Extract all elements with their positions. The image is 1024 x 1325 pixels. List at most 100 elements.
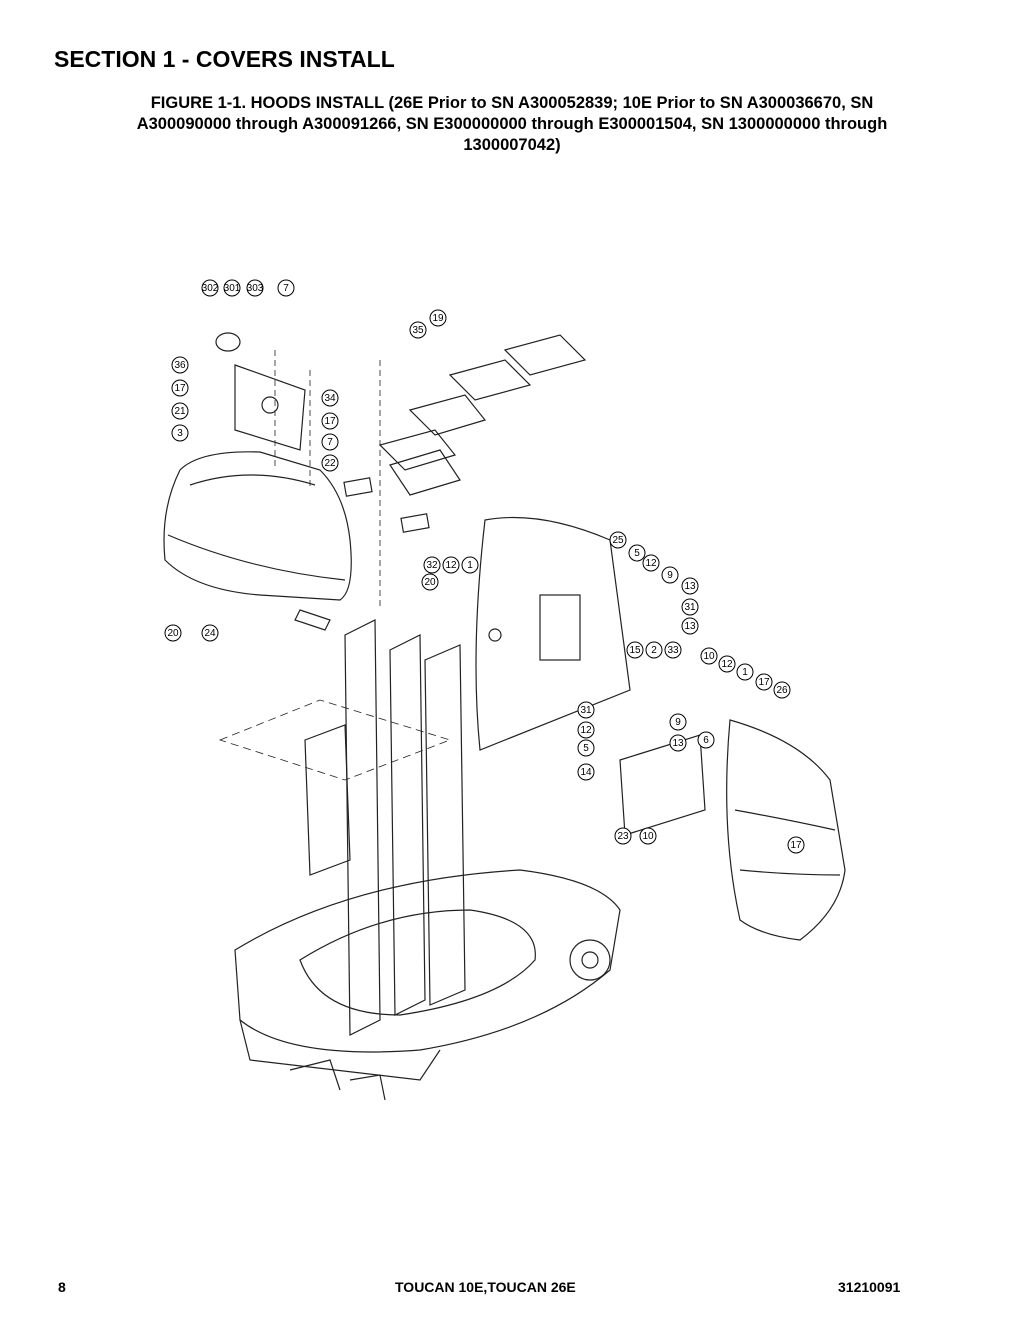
callout: 7	[321, 433, 339, 451]
svg-text:34: 34	[324, 393, 336, 404]
roof-panel	[503, 334, 587, 376]
callout: 20	[164, 624, 182, 642]
callout: 7	[277, 279, 295, 297]
svg-text:17: 17	[758, 677, 770, 688]
svg-text:26: 26	[776, 685, 788, 696]
diagram-svg: 302 301 303 7 19 35 36 17 34 21 17 3 7 2…	[163, 279, 846, 1101]
callout: 303	[246, 279, 264, 297]
roof-panel	[448, 359, 532, 401]
svg-text:21: 21	[174, 406, 186, 417]
callout: 14	[577, 763, 595, 781]
figure-title-line: 1300007042)	[463, 136, 561, 154]
callout: 17	[787, 836, 805, 854]
right-hood	[726, 719, 846, 941]
svg-text:13: 13	[672, 738, 684, 749]
callout: 13	[681, 577, 699, 595]
bracket-plate	[234, 364, 306, 451]
callout: 12	[577, 721, 595, 739]
callout: 12	[442, 556, 460, 574]
svg-text:9: 9	[675, 717, 681, 728]
svg-text:12: 12	[580, 725, 592, 736]
center-cover	[475, 516, 631, 751]
svg-text:302: 302	[202, 283, 219, 294]
callout: 12	[642, 554, 660, 572]
svg-text:12: 12	[721, 659, 733, 670]
callout: 20	[421, 573, 439, 591]
svg-text:13: 13	[684, 581, 696, 592]
svg-text:15: 15	[629, 645, 641, 656]
svg-text:10: 10	[703, 651, 715, 662]
callout: 35	[409, 321, 427, 339]
svg-text:23: 23	[617, 831, 629, 842]
svg-text:24: 24	[204, 628, 216, 639]
callout: 1	[461, 556, 479, 574]
roof-panel	[389, 449, 461, 496]
callout: 15	[626, 641, 644, 659]
callout: 301	[223, 279, 241, 297]
callout: 2	[645, 641, 663, 659]
svg-text:3: 3	[177, 428, 183, 439]
mast	[344, 619, 381, 1036]
svg-text:31: 31	[580, 705, 592, 716]
svg-text:301: 301	[224, 283, 241, 294]
callout: 24	[201, 624, 219, 642]
svg-text:1: 1	[742, 667, 748, 678]
svg-text:17: 17	[174, 383, 186, 394]
callout: 9	[669, 713, 687, 731]
svg-text:32: 32	[426, 560, 438, 571]
callout-bubbles: 302 301 303 7 19 35 36 17 34 21 17 3 7 2…	[164, 279, 805, 854]
callout: 5	[577, 739, 595, 757]
callout: 6	[697, 731, 715, 749]
footer-product: TOUCAN 10E,TOUCAN 26E	[395, 1279, 576, 1295]
callout: 5	[628, 544, 646, 562]
svg-text:1: 1	[467, 560, 473, 571]
callout: 32	[423, 556, 441, 574]
svg-text:17: 17	[324, 416, 336, 427]
callout: 26	[773, 681, 791, 699]
callout: 33	[664, 641, 682, 659]
svg-text:5: 5	[583, 743, 589, 754]
svg-text:9: 9	[667, 570, 673, 581]
svg-text:5: 5	[634, 548, 640, 559]
section-title: SECTION 1 - COVERS INSTALL	[54, 46, 395, 72]
callout: 12	[718, 655, 736, 673]
left-hood	[163, 451, 352, 601]
callout: 1	[736, 663, 754, 681]
callout: 17	[171, 379, 189, 397]
roof-panel	[408, 394, 487, 436]
footer-doc-number: 31210091	[838, 1279, 901, 1295]
callout: 31	[681, 598, 699, 616]
figure-title-line: A300090000 through A300091266, SN E30000…	[136, 115, 888, 133]
svg-text:22: 22	[324, 458, 336, 469]
callout: 17	[755, 673, 773, 691]
svg-text:12: 12	[645, 558, 657, 569]
callout: 22	[321, 454, 339, 472]
svg-text:2: 2	[651, 645, 657, 656]
callout: 10	[639, 827, 657, 845]
svg-text:36: 36	[174, 360, 186, 371]
callout: 36	[171, 356, 189, 374]
svg-text:6: 6	[703, 735, 709, 746]
svg-text:19: 19	[432, 313, 444, 324]
svg-text:303: 303	[247, 283, 264, 294]
svg-text:20: 20	[424, 577, 436, 588]
callout: 31	[577, 701, 595, 719]
callout: 23	[614, 827, 632, 845]
svg-text:35: 35	[412, 325, 424, 336]
callout: 19	[429, 309, 447, 327]
svg-text:7: 7	[283, 283, 289, 294]
callout: 17	[321, 412, 339, 430]
svg-text:13: 13	[684, 621, 696, 632]
callout: 13	[669, 734, 687, 752]
svg-text:7: 7	[327, 437, 333, 448]
svg-text:14: 14	[580, 767, 592, 778]
svg-text:17: 17	[790, 840, 802, 851]
callout: 302	[201, 279, 219, 297]
callout: 34	[321, 389, 339, 407]
exploded-parts-diagram: 302 301 303 7 19 35 36 17 34 21 17 3 7 2…	[140, 270, 880, 1150]
svg-text:20: 20	[167, 628, 179, 639]
roof-panel	[378, 429, 457, 471]
figure-title: FIGURE 1-1. HOODS INSTALL (26E Prior to …	[40, 93, 984, 156]
svg-text:31: 31	[684, 602, 696, 613]
svg-text:33: 33	[667, 645, 679, 656]
